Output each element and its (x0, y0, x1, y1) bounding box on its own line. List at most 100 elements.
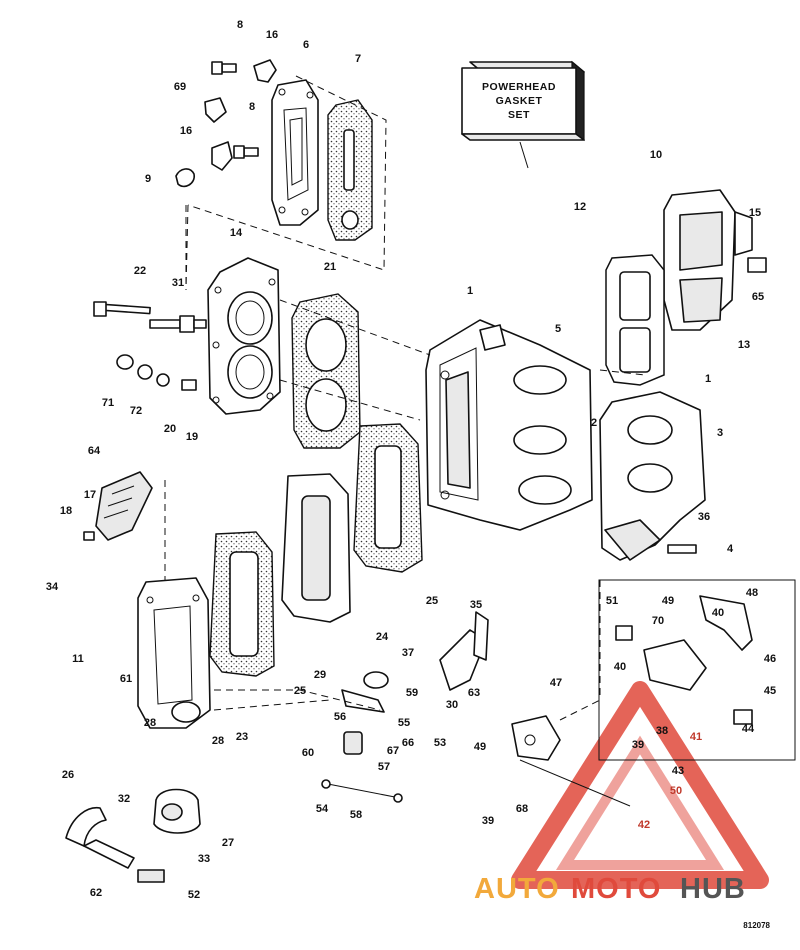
callout-40: 40 (614, 661, 626, 673)
watermark-auto: AUTO (474, 873, 560, 905)
cylinder-head (207, 257, 281, 415)
watermark-moto: MOTO (571, 873, 661, 905)
callout-24: 24 (376, 631, 389, 643)
callout-71: 71 (102, 397, 114, 409)
callout-28: 28 (212, 735, 224, 747)
callout-28: 28 (144, 717, 156, 729)
callout-65: 65 (752, 291, 764, 303)
crankcase-block (425, 319, 593, 531)
callout-33: 33 (198, 853, 210, 865)
callout-57: 57 (378, 761, 390, 773)
thermostat-housing (83, 471, 153, 541)
callout-4: 4 (727, 543, 734, 555)
callout-37: 37 (402, 647, 414, 659)
figure-number: 812078 (743, 921, 770, 930)
callout-3: 3 (717, 427, 723, 439)
callout-36: 36 (698, 511, 710, 523)
callout-26: 26 (62, 769, 74, 781)
callout-10: 10 (650, 149, 662, 161)
callout-30: 30 (446, 699, 458, 711)
callout-11: 11 (72, 653, 84, 665)
gasket-box-line2: GASKET (496, 95, 543, 107)
gasket-box-line1: POWERHEAD (482, 81, 556, 93)
callout-48: 48 (746, 587, 758, 599)
callout-59: 59 (406, 687, 418, 699)
callout-61: 61 (120, 673, 132, 685)
callout-45: 45 (764, 685, 776, 697)
callout-51: 51 (606, 595, 618, 607)
callout-52: 52 (188, 889, 200, 901)
callout-66: 66 (402, 737, 414, 749)
callout-70: 70 (652, 615, 664, 627)
callout-67: 67 (387, 745, 399, 757)
callout-25: 25 (294, 685, 306, 697)
callout-8: 8 (249, 101, 255, 113)
exhaust-housing (137, 577, 211, 729)
callout-62: 62 (90, 887, 102, 899)
callout-31: 31 (172, 277, 184, 289)
transfer-covers (209, 423, 423, 677)
exhaust-cover-group (185, 75, 387, 291)
callout-16: 16 (266, 29, 278, 41)
callout-29: 29 (314, 669, 326, 681)
callout-19: 19 (186, 431, 198, 443)
mounting-bracket (511, 715, 631, 807)
callout-54: 54 (316, 803, 329, 815)
intake-manifold (663, 189, 767, 331)
callout-39: 39 (632, 739, 644, 751)
callout-34: 34 (46, 581, 59, 593)
callout-56: 56 (334, 711, 346, 723)
callout-44: 44 (742, 723, 755, 735)
callout-64: 64 (88, 445, 101, 457)
callout-7: 7 (355, 53, 361, 65)
callout-68: 68 (516, 803, 528, 815)
bolt-and-spark-plug (93, 301, 207, 391)
callout-47: 47 (550, 677, 562, 689)
callout-15: 15 (749, 207, 761, 219)
callout-38: 38 (656, 725, 668, 737)
callout-58: 58 (350, 809, 362, 821)
callout-16: 16 (180, 125, 192, 137)
callout-46: 46 (764, 653, 776, 665)
callout-1: 1 (705, 373, 711, 385)
watermark-hub: HUB (680, 873, 746, 905)
callout-13: 13 (738, 339, 750, 351)
callout-25: 25 (426, 595, 438, 607)
cover-and-hose (65, 788, 201, 883)
callout-21: 21 (324, 261, 336, 273)
callout-27: 27 (222, 837, 234, 849)
callout-49: 49 (662, 595, 674, 607)
powerhead-gasket-set-box: POWERHEAD GASKET SET (461, 60, 585, 169)
callout-6: 6 (303, 39, 309, 51)
callout-9: 9 (145, 173, 151, 185)
assembly-guide-lines (164, 205, 646, 721)
callout-35: 35 (470, 599, 482, 611)
callout-42: 42 (638, 819, 650, 831)
watermark-text: AUTO MOTO HUB (474, 873, 746, 905)
top-left-hardware (175, 59, 277, 188)
callout-32: 32 (118, 793, 130, 805)
crankcase-half (599, 391, 706, 561)
linkage-detail-inset (598, 579, 796, 761)
callout-43: 43 (672, 765, 684, 777)
manifold-gasket (605, 254, 665, 386)
callout-1: 1 (467, 285, 473, 297)
callout-20: 20 (164, 423, 176, 435)
callout-55: 55 (398, 717, 410, 729)
callout-53: 53 (434, 737, 446, 749)
callout-12: 12 (574, 201, 586, 213)
gasket-box-line3: SET (508, 109, 530, 121)
callout-39: 39 (482, 815, 494, 827)
head-gasket (291, 293, 361, 449)
callout-49: 49 (474, 741, 486, 753)
callout-2: 2 (591, 417, 597, 429)
callout-23: 23 (236, 731, 248, 743)
callout-22: 22 (134, 265, 146, 277)
watermark-logo (511, 681, 769, 889)
callout-5: 5 (555, 323, 561, 335)
callout-17: 17 (84, 489, 96, 501)
callout-40: 40 (712, 607, 724, 619)
